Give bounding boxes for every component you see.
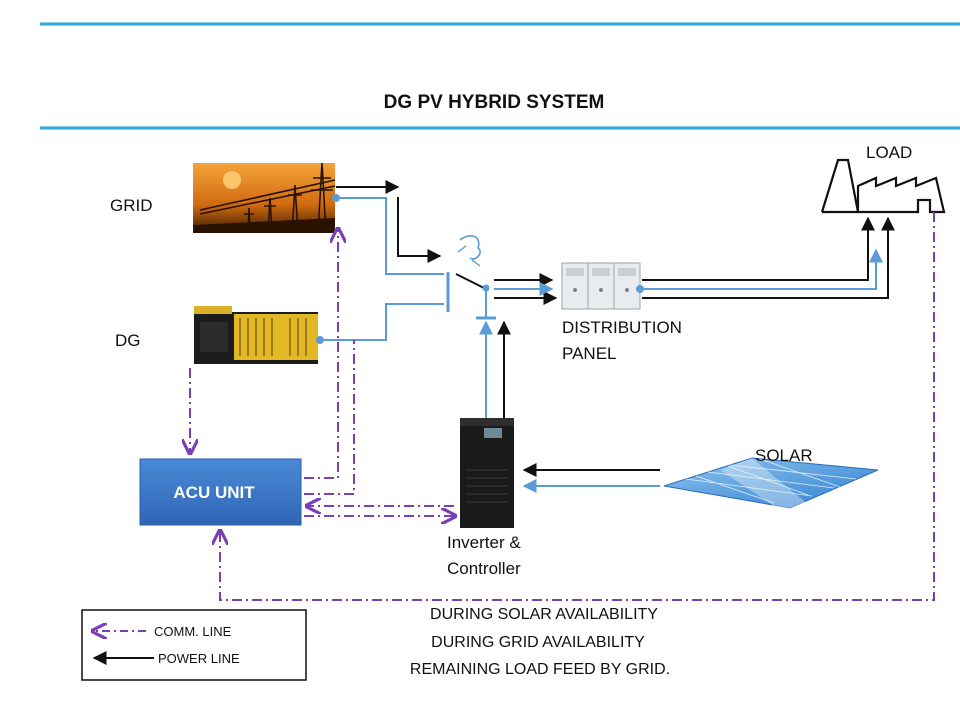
distribution-label-2: PANEL: [562, 344, 617, 363]
factory-icon: [820, 158, 946, 214]
distribution-label-1: DISTRIBUTION: [562, 318, 682, 337]
page-title: DG PV HYBRID SYSTEM: [384, 92, 605, 113]
inverter-label-2: Controller: [447, 559, 521, 578]
power-lines-blue: [316, 194, 883, 493]
inverter-label-1: Inverter &: [447, 533, 521, 552]
grid-image: [193, 162, 336, 234]
caption-line-1: DURING SOLAR AVAILABILITY: [430, 606, 658, 623]
legend-comm-label: COMM. LINE: [154, 624, 232, 639]
distribution-panel-image: [561, 262, 641, 310]
solar-panel-image: [663, 457, 879, 510]
comm-lines: [190, 212, 935, 601]
changeover-switch: [446, 235, 496, 320]
acu-unit-label: ACU UNIT: [173, 483, 255, 502]
dg-image: [194, 306, 318, 364]
acu-unit-box: ACU UNIT: [139, 458, 302, 526]
solar-label: SOLAR: [755, 446, 813, 465]
inverter-image: [460, 418, 514, 528]
grid-label: GRID: [110, 196, 153, 215]
legend: COMM. LINE POWER LINE: [81, 609, 307, 681]
caption-line-2: DURING GRID AVAILABILITY: [431, 634, 645, 651]
dg-label: DG: [115, 331, 141, 350]
legend-power-label: POWER LINE: [158, 651, 240, 666]
caption-line-3: REMAINING LOAD FEED BY GRID.: [410, 661, 670, 678]
load-label: LOAD: [866, 143, 912, 162]
power-lines-black: [336, 180, 895, 477]
